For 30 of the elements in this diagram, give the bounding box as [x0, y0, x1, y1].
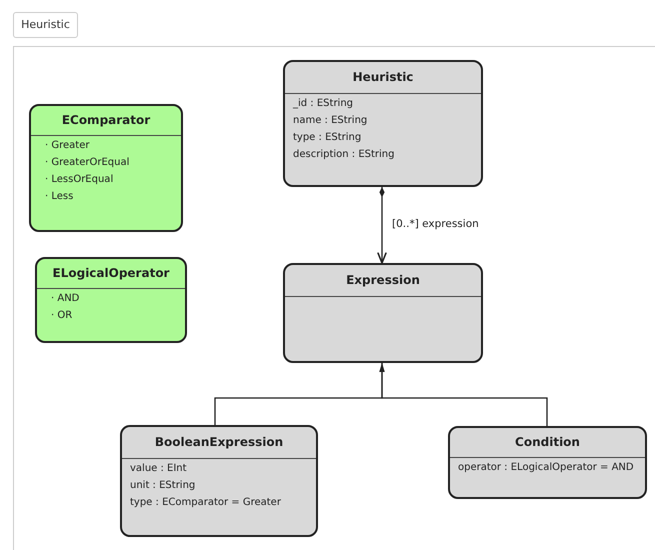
class-name: EComparator: [31, 106, 181, 136]
attribute: name : EString: [293, 115, 368, 126]
enum-literal: · OR: [51, 310, 74, 321]
attribute: type : EString: [293, 132, 362, 143]
attribute: value : EInt: [130, 463, 188, 474]
enum-literal: · Greater: [45, 140, 90, 151]
class-box: [283, 263, 483, 363]
class-name: ELogicalOperator: [37, 259, 185, 289]
enum-box: [35, 257, 187, 343]
enum-box: [29, 104, 183, 232]
class-box: [448, 426, 647, 499]
composition-arrow: [377, 187, 387, 264]
attribute: _id : EString: [293, 98, 354, 109]
class-box: [283, 60, 483, 187]
attribute: unit : EString: [130, 480, 196, 491]
enum-literal: · GreaterOrEqual: [45, 157, 130, 168]
class-name: Heuristic: [285, 62, 481, 94]
attribute: operator : ELogicalOperator = AND: [458, 462, 635, 473]
inheritance-arrow: [379, 363, 548, 426]
attribute: type : EComparator = Greater: [130, 497, 282, 508]
enum-literal: · LessOrEqual: [45, 174, 114, 185]
class-box: [120, 425, 318, 537]
enum-literal: · Less: [45, 191, 74, 202]
class-name: Expression: [285, 265, 481, 297]
enum-literal: · AND: [51, 293, 80, 304]
class-name: BooleanExpression: [122, 427, 316, 459]
tab-label: Heuristic: [13, 12, 78, 38]
class-name: Condition: [450, 428, 645, 458]
edge-label: [0..*] expression: [392, 218, 479, 230]
attribute: description : EString: [293, 149, 396, 160]
